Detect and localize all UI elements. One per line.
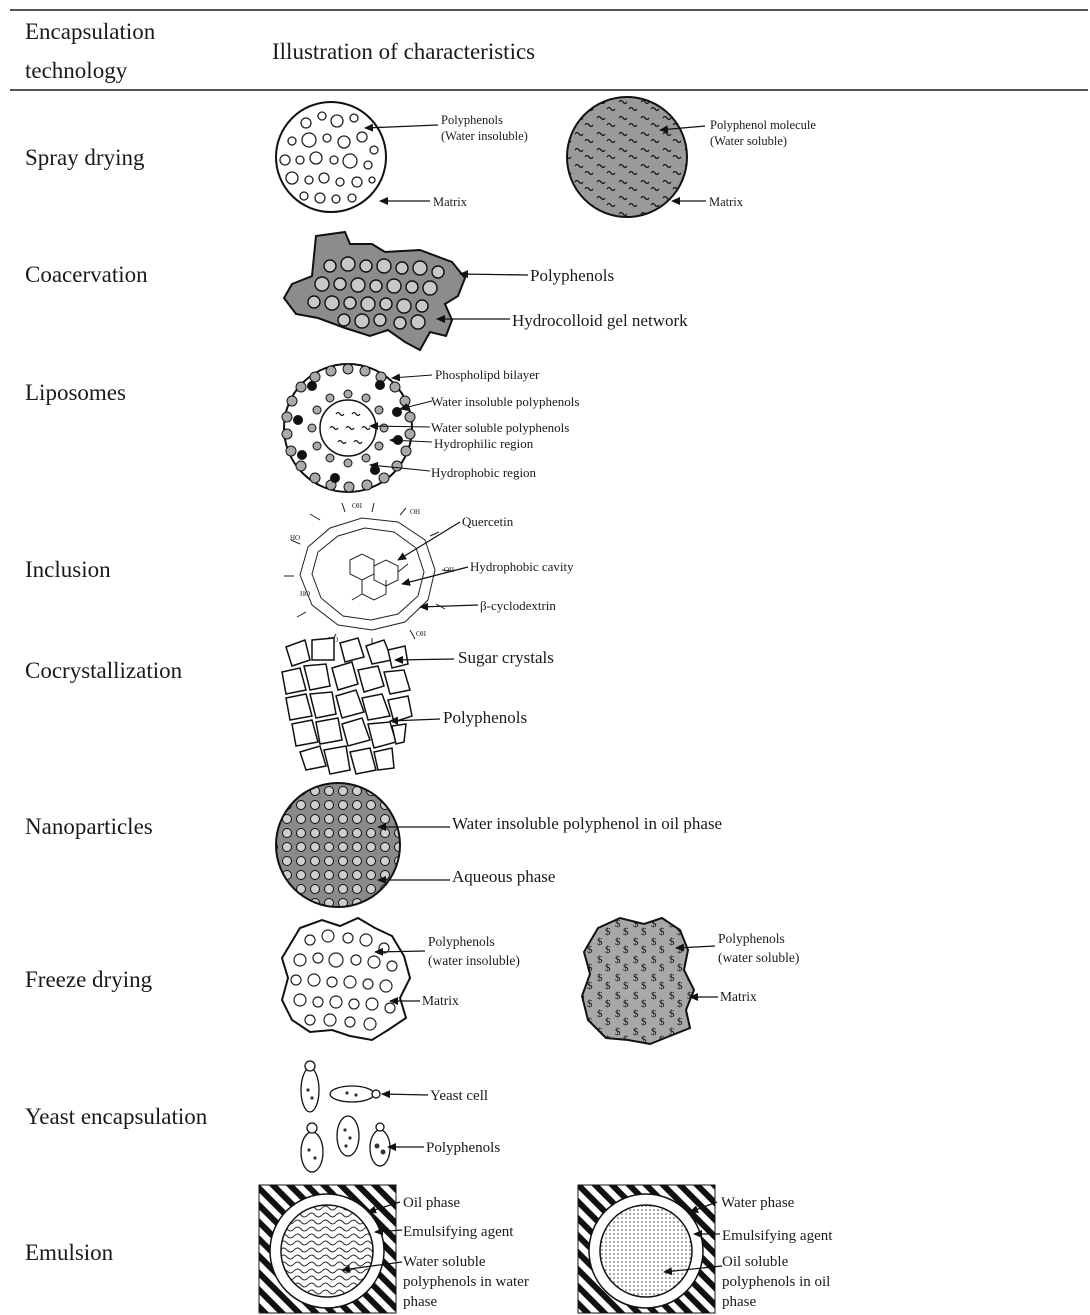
spray-insoluble-label-2: (Water insoluble) <box>441 129 528 143</box>
svg-text:OH: OH <box>416 630 426 638</box>
spray-soluble-label-2: (Water soluble) <box>710 134 787 148</box>
yeast-polyphenols-label: Polyphenols <box>426 1140 500 1156</box>
freeze-soluble-label-2: (water soluble) <box>718 950 799 965</box>
spray-drying-insoluble-particle <box>276 102 386 212</box>
inclusion-cyclodextrin-label: β-cyclodextrin <box>480 598 556 613</box>
nanoparticle-aqueous-label: Aqueous phase <box>452 867 555 886</box>
nanoparticle <box>276 783 400 907</box>
freeze-insoluble-label-2: (water insoluble) <box>428 953 520 968</box>
liposome-particle <box>282 364 415 492</box>
svg-text:HO: HO <box>290 534 300 542</box>
emulsion-oil-soluble-label-1: Oil soluble <box>722 1254 789 1270</box>
svg-text:OH: OH <box>352 502 362 510</box>
nanoparticle-oil-label: Water insoluble polyphenol in oil phase <box>452 814 722 833</box>
emulsion-oil-soluble-label-2: polyphenols in oil <box>722 1274 830 1290</box>
cyclodextrin-atom-labels: HOOHOHOHHOOHHO <box>290 502 454 644</box>
freeze-insoluble-label-1: Polyphenols <box>428 934 495 949</box>
cocrystal-polyphenols-label: Polyphenols <box>443 708 527 727</box>
emulsion-water-soluble-label-1: Water soluble <box>403 1254 486 1270</box>
inclusion-quercetin-label: Quercetin <box>462 514 514 529</box>
emulsion-oil-soluble-label-3: phase <box>722 1294 756 1310</box>
spray-drying-soluble-particle <box>567 97 687 217</box>
emulsion-oil-in-water <box>259 1185 396 1313</box>
coacervation-particle <box>284 232 465 350</box>
emulsion-water-soluble-label-3: phase <box>403 1294 437 1310</box>
svg-text:HO: HO <box>300 590 310 598</box>
freeze-insoluble-matrix-label: Matrix <box>422 993 459 1008</box>
emulsion-oil-phase-label: Oil phase <box>403 1195 460 1211</box>
freeze-drying-insoluble-particle <box>282 918 410 1040</box>
spray-insoluble-matrix-label: Matrix <box>433 195 468 209</box>
liposome-soluble-label: Water soluble polyphenols <box>431 420 569 435</box>
svg-text:OH: OH <box>410 508 420 516</box>
freeze-drying-soluble-particle <box>582 918 694 1044</box>
liposome-insoluble-label: Water insoluble polyphenols <box>431 394 579 409</box>
liposome-hydrophobic-label: Hydrophobic region <box>431 465 537 480</box>
freeze-soluble-matrix-label: Matrix <box>720 989 757 1004</box>
emulsion-water-in-oil <box>578 1185 715 1313</box>
emulsion-water-soluble-label-2: polyphenols in water <box>403 1274 529 1290</box>
emulsion-water-phase-label: Water phase <box>721 1195 795 1211</box>
coacervation-polyphenols-label: Polyphenols <box>530 266 614 285</box>
coacervation-gel-network-label: Hydrocolloid gel network <box>512 311 688 330</box>
yeast-cell-label: Yeast cell <box>430 1088 488 1104</box>
liposome-bilayer-label: Phospholipd bilayer <box>435 367 540 382</box>
spray-soluble-matrix-label: Matrix <box>709 195 744 209</box>
spray-soluble-label-1: Polyphenol molecule <box>710 118 816 132</box>
cyclodextrin-molecule <box>284 503 452 647</box>
spray-insoluble-label-1: Polyphenols <box>441 113 503 127</box>
liposome-hydrophilic-label: Hydrophilic region <box>434 436 534 451</box>
yeast-cells <box>301 1061 390 1172</box>
cocrystallization-cluster <box>282 638 412 774</box>
freeze-soluble-label-1: Polyphenols <box>718 931 785 946</box>
emulsion-agent-label-2: Emulsifying agent <box>722 1228 833 1244</box>
cocrystal-sugar-label: Sugar crystals <box>458 648 554 667</box>
inclusion-cavity-label: Hydrophobic cavity <box>470 559 574 574</box>
emulsion-agent-label-1: Emulsifying agent <box>403 1224 514 1240</box>
